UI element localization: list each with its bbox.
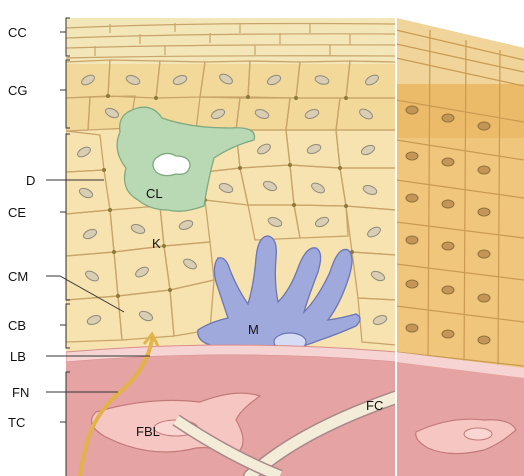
label-fn: FN [12,385,29,400]
side-corneum [396,18,524,84]
label-cg: CG [8,83,28,98]
label-cc: CC [8,25,27,40]
label-m: M [248,322,259,337]
label-tc: TC [8,415,25,430]
label-lb: LB [10,349,26,364]
label-fc: FC [366,398,383,413]
side-fibroblast-nucleus [464,428,492,440]
side-dermis [396,362,524,476]
label-ce: CE [8,205,26,220]
label-cb: CB [8,318,26,333]
label-cm: CM [8,269,28,284]
label-cl: CL [146,186,163,201]
label-fbl: FBL [136,424,160,439]
label-k: K [152,236,161,251]
front-face [66,18,400,476]
langerhans-nucleus [153,153,190,175]
side-face [396,18,524,476]
label-d: D [26,173,35,188]
